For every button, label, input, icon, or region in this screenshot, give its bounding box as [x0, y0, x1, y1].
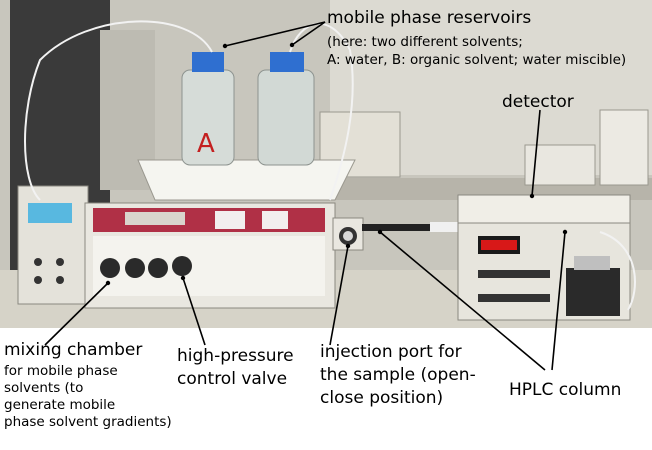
injection-port-valve-center [343, 231, 353, 241]
bottle-b [257, 69, 315, 166]
tubing [289, 22, 354, 201]
pump-keypad [262, 211, 288, 229]
pointer-line [531, 109, 541, 197]
detector-buttons [478, 270, 550, 278]
controller-display [28, 203, 72, 223]
hplc-column-label: HPLC column [509, 380, 622, 400]
controller-port [34, 258, 42, 266]
pointer-line [44, 282, 109, 346]
tubing [24, 20, 213, 201]
mixing-chamber-desc-1: for mobile phase [4, 363, 118, 379]
bottle-b-cap [270, 52, 304, 72]
controller-port [34, 276, 42, 284]
mixing-chamber-desc-2: solvents (to [4, 380, 84, 396]
column-label [430, 222, 470, 232]
pointer-dot [345, 243, 351, 249]
valve-label-2: control valve [177, 369, 288, 389]
pointer-line [551, 231, 566, 371]
valve-label-1: high-pressure [177, 346, 294, 366]
pointer-dot [105, 280, 111, 286]
pressure-valve-knob [172, 256, 192, 276]
detector-cell [566, 268, 620, 316]
pump-head [148, 258, 168, 278]
detector-cell-top [574, 256, 610, 270]
detector-digits [481, 240, 517, 250]
controller-port [56, 258, 64, 266]
pump-head [125, 258, 145, 278]
pointer-line [379, 231, 546, 371]
pointer-dot [289, 42, 295, 48]
mixing-chamber-desc-3: generate mobile [4, 397, 116, 413]
pointer-dot [180, 275, 186, 281]
pointer-line [224, 21, 326, 47]
pointer-dot [377, 229, 383, 235]
injection-label-2: the sample (open- [320, 365, 476, 385]
pointer-dot [562, 229, 568, 235]
detector-buttons [478, 294, 550, 302]
caption-area [0, 328, 652, 450]
mixing-chamber-label: mixing chamber [4, 340, 143, 360]
reservoirs-note-2: A: water, B: organic solvent; water misc… [327, 52, 627, 68]
bg-instrument-3 [599, 109, 649, 186]
pump-keypad [215, 211, 245, 229]
tubing [599, 231, 636, 311]
injection-label-1: injection port for [320, 342, 462, 362]
detector-label: detector [502, 92, 574, 112]
mixing-chamber-desc-4: phase solvent gradients) [4, 414, 172, 430]
reservoirs-note-1: (here: two different solvents; [327, 34, 523, 50]
bottle-a-cap [192, 52, 224, 72]
pointer-dot [222, 43, 228, 49]
pointer-line [291, 21, 326, 46]
reservoirs-title: mobile phase reservoirs [327, 8, 532, 28]
pointer-line [182, 277, 206, 346]
bottle-a-letter: A [197, 129, 215, 159]
controller-port [56, 276, 64, 284]
pointer-line [329, 245, 349, 346]
detector-top [457, 194, 631, 224]
injection-label-3: close position) [320, 388, 444, 408]
bottle-tray [137, 159, 356, 201]
pointer-dot [529, 193, 535, 199]
pump-head [100, 258, 120, 278]
pump-lcd [125, 212, 185, 225]
